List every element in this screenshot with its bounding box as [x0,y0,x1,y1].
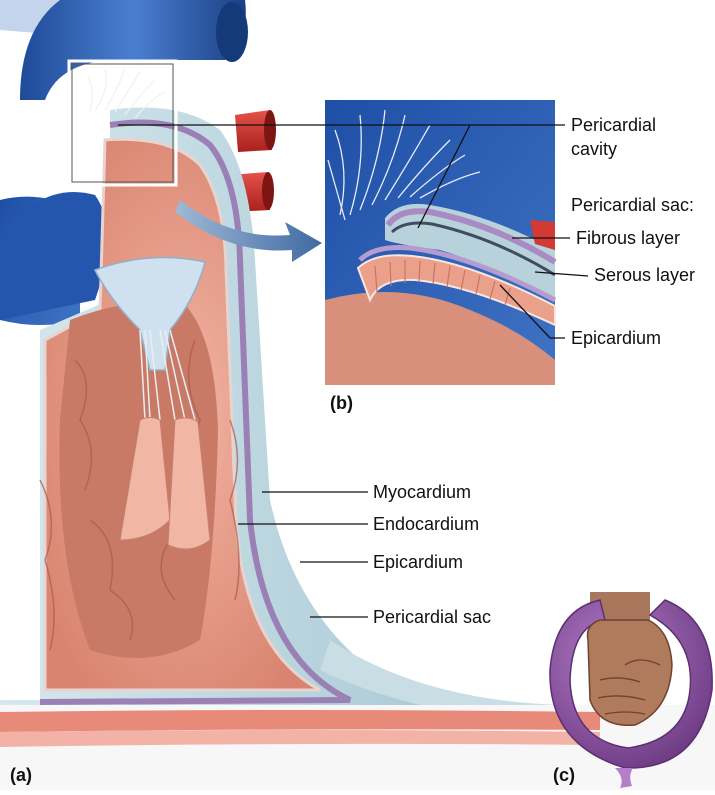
label-epicardium-a: Epicardium [373,551,463,573]
label-pericardial-cavity-1: Pericardial [571,114,656,136]
label-serous-layer: Serous layer [594,264,695,286]
label-endocardium: Endocardium [373,513,479,535]
label-myocardium: Myocardium [373,481,471,503]
label-pericardial-cavity-2: cavity [571,138,617,160]
label-pericardial-sac-heading: Pericardial sac: [571,194,694,216]
label-epicardium-b: Epicardium [571,327,661,349]
panel-label-c: (c) [553,765,575,786]
label-fibrous-layer: Fibrous layer [576,227,680,249]
panel-label-a: (a) [10,765,32,786]
panel-label-b: (b) [330,393,353,414]
diaphragm-strip [0,710,600,732]
label-pericardial-sac: Pericardial sac [373,606,491,628]
inset-panel-b [325,100,555,385]
great-vessel-blue [20,0,246,100]
